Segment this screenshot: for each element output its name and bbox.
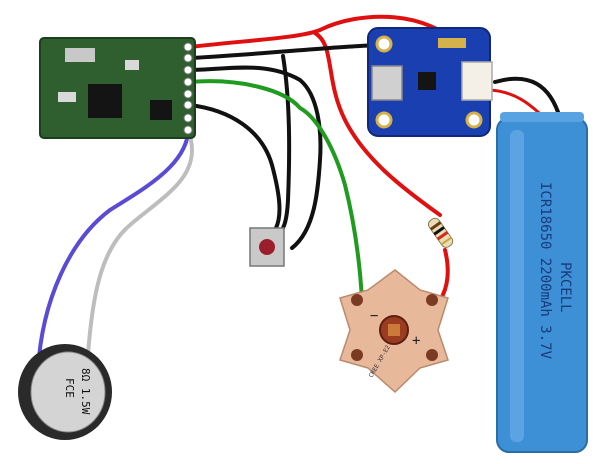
battery-top <box>500 112 584 122</box>
sound-module-chip-top <box>65 48 95 62</box>
speaker: 8Ω 1.5W FCE <box>18 344 112 440</box>
battery-brand-label: PKCELL <box>557 262 573 313</box>
led-pad-2 <box>426 294 438 306</box>
black-wire-button-1 <box>273 54 292 240</box>
sound-module-chip-small <box>150 100 172 120</box>
sound-module <box>39 37 196 139</box>
sound-module-chip-main <box>88 84 122 118</box>
resistor-body <box>427 217 454 248</box>
charger-jst-connector <box>461 61 493 101</box>
resistor <box>427 217 454 248</box>
green-wire-module-led <box>188 79 364 302</box>
black-wire-charger-battery <box>493 76 562 120</box>
led-plus-label: + <box>412 333 420 349</box>
sound-module-pins <box>183 42 193 135</box>
charger-chip <box>418 72 436 90</box>
speaker-face <box>30 351 106 433</box>
usb-connector <box>371 65 403 101</box>
battery-highlight <box>510 130 524 442</box>
sound-module-part-a <box>125 60 139 70</box>
push-button-cap <box>259 239 275 255</box>
red-wire-module-charger <box>188 14 462 50</box>
led-pad-4 <box>426 349 438 361</box>
charger-hole-1 <box>375 35 393 53</box>
charger-header <box>438 38 466 48</box>
speaker-wire-purple <box>36 116 191 372</box>
led-minus-label: − <box>370 308 378 324</box>
push-button <box>249 227 285 267</box>
sound-module-part-b <box>58 92 76 102</box>
black-wire-button-2 <box>188 65 323 250</box>
red-wire-to-resistor <box>313 31 442 217</box>
led-pad-3 <box>351 349 363 361</box>
led-pad-1 <box>351 294 363 306</box>
black-wire-module-lower <box>188 103 282 230</box>
speaker-brand-label: FCE <box>63 378 76 398</box>
speaker-rating-label: 8Ω 1.5W <box>79 368 92 415</box>
charger-hole-3 <box>465 111 483 129</box>
led-star: − + CREE XP-E2 <box>339 269 449 394</box>
charger-board <box>367 27 493 137</box>
led-die <box>388 324 400 336</box>
charger-hole-2 <box>375 111 393 129</box>
battery-model-label: ICR18650 2200mAh 3.7V <box>537 182 553 360</box>
red-wire-resistor-to-led <box>438 248 450 302</box>
wires <box>36 14 562 372</box>
speaker-wire-gray <box>86 128 195 357</box>
battery: PKCELL ICR18650 2200mAh 3.7V <box>496 112 588 453</box>
